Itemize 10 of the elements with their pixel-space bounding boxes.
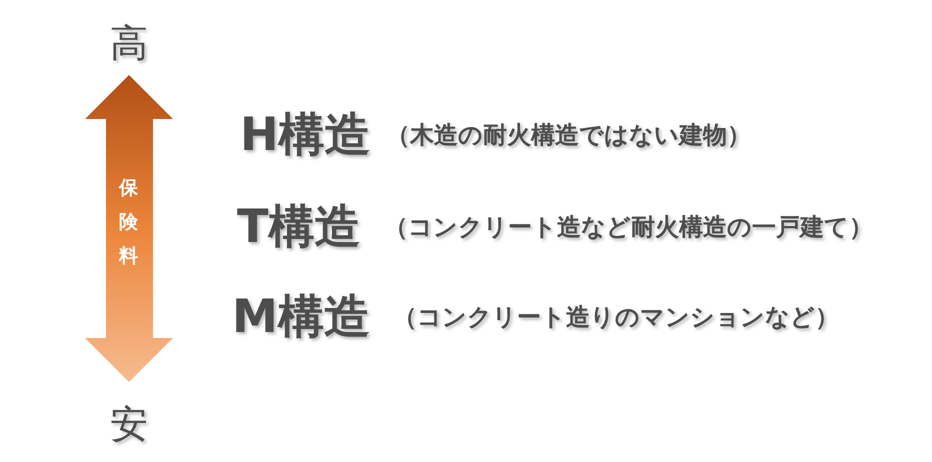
structure-heading: M構造 <box>232 293 370 339</box>
structure-heading: H構造 <box>240 111 370 157</box>
scale-label: 高 <box>110 24 148 62</box>
double-arrow <box>85 75 173 382</box>
structure-heading: T構造 <box>237 203 360 249</box>
structure-note: （木造の耐火構造ではない建物） <box>386 123 751 147</box>
scale-label: 安 <box>110 405 148 443</box>
structure-note: （コンクリート造りのマンションなど） <box>393 305 839 329</box>
arrow-label: 保険料 <box>119 176 138 269</box>
structure-note: （コンクリート造など耐火構造の一戸建て） <box>384 215 873 239</box>
